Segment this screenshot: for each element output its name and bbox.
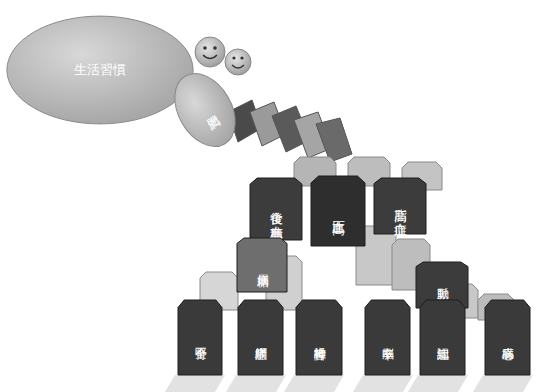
lifestyle-ellipse: 生活習慣 bbox=[5, 15, 195, 125]
smiley-face bbox=[195, 37, 251, 75]
block-outline bbox=[237, 238, 287, 292]
disease-block: 高脂 血症 bbox=[374, 178, 426, 234]
disease-block: 脳卒中 bbox=[365, 300, 410, 375]
disease-block: 認知症 bbox=[420, 300, 465, 375]
node-label: 食後 高血糖 bbox=[269, 189, 284, 229]
disease-block: 神経障害 bbox=[296, 300, 342, 375]
disease-block: 網膜症 bbox=[238, 300, 283, 375]
disease-block: 心臓病 bbox=[485, 300, 530, 375]
block-outline bbox=[178, 300, 222, 375]
disease-block: 食後 高血糖 bbox=[250, 178, 302, 240]
block-outline bbox=[296, 300, 342, 375]
block-shadow bbox=[165, 375, 533, 392]
block-outline bbox=[311, 176, 365, 246]
block-outline bbox=[238, 300, 283, 375]
block-outline bbox=[485, 300, 530, 375]
block-outline bbox=[365, 300, 410, 375]
disease-block: 高血圧 bbox=[311, 176, 365, 246]
node-label: 生活習慣 bbox=[74, 63, 126, 78]
disease-block: 腎不全 bbox=[178, 300, 222, 375]
block-outline bbox=[420, 300, 465, 375]
node-label: 高脂 血症 bbox=[393, 186, 408, 226]
disease-block: 糖尿病 bbox=[237, 238, 287, 292]
node-label: 動脈 硬化 bbox=[435, 266, 449, 303]
background-block bbox=[200, 157, 514, 320]
falling-domino bbox=[228, 100, 352, 162]
